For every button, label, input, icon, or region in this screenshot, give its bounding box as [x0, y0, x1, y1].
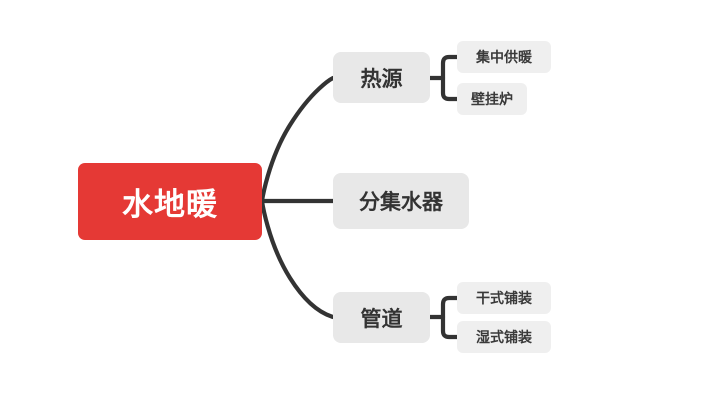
edge-heat-source-bracket [440, 54, 460, 102]
mindmap-branch-node-3[interactable]: 管道 [333, 292, 430, 343]
mindmap-leaf-node-1-1[interactable]: 集中供暖 [457, 41, 551, 73]
mindmap-branch-label-1: 热源 [360, 67, 403, 91]
mindmap-leaf-label-3-2: 湿式铺装 [476, 329, 532, 345]
mindmap-leaf-label-1-1: 集中供暖 [476, 49, 532, 65]
edge-pipeline-bracket [440, 295, 460, 340]
mindmap-leaf-node-3-1[interactable]: 干式铺装 [457, 282, 551, 314]
edge-root-to-heat-source [259, 75, 336, 204]
mindmap-leaf-label-3-1: 干式铺装 [476, 290, 532, 306]
mindmap-root-label: 水地暖 [122, 187, 218, 222]
mindmap-branch-label-2: 分集水器 [359, 191, 443, 214]
mindmap-leaf-node-1-2[interactable]: 壁挂炉 [457, 83, 527, 115]
mindmap-leaf-node-3-2[interactable]: 湿式铺装 [457, 321, 551, 353]
mindmap-branch-node-1[interactable]: 热源 [333, 52, 430, 103]
mindmap-leaf-label-1-2: 壁挂炉 [471, 91, 513, 107]
mindmap-branch-label-3: 管道 [360, 307, 403, 331]
mindmap-root-node[interactable]: 水地暖 [78, 163, 262, 240]
mindmap-branch-node-2[interactable]: 分集水器 [333, 173, 469, 229]
edge-root-to-pipeline [259, 198, 336, 320]
